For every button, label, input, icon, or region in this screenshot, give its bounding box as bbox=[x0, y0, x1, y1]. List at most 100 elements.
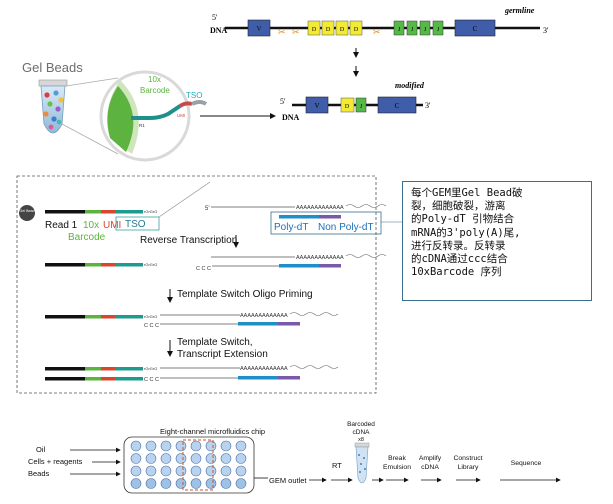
chip-wells bbox=[130, 440, 247, 489]
tso-priming-row: rGrGrG AAAAAAAAAAAAA C C C bbox=[45, 312, 339, 329]
polya-label: AAAAAAAAAAAAA bbox=[240, 313, 288, 319]
rgrg-label: rGrGrG bbox=[144, 262, 157, 267]
germline-j-text: J bbox=[398, 27, 401, 33]
modified-3prime: 3' bbox=[425, 101, 431, 110]
germline-5prime: 5' bbox=[212, 13, 218, 22]
note-line: mRNA的3'poly(A)尾, bbox=[411, 226, 521, 239]
ccc-label: C C C bbox=[196, 266, 211, 272]
modified-d-segment bbox=[340, 97, 355, 113]
modified-c-segment bbox=[377, 96, 417, 114]
gem-outlet-label: GEM outlet bbox=[269, 476, 307, 485]
input-cells: Cells + reagents bbox=[28, 457, 83, 466]
germline-v-text: V bbox=[256, 25, 261, 33]
reaction-dashed-box bbox=[16, 175, 377, 394]
polya-label: AAAAAAAAAAAAA bbox=[240, 366, 288, 372]
chip-well bbox=[220, 453, 232, 464]
polydt-bar bbox=[279, 215, 319, 219]
germline-3prime: 3' bbox=[543, 26, 549, 35]
germline-d-text: D bbox=[354, 27, 359, 33]
modified-d-text: D bbox=[345, 104, 350, 110]
step-sequence-line1: Sequence bbox=[511, 460, 542, 467]
tube-icon bbox=[38, 79, 68, 134]
germline-dna-label: DNA bbox=[210, 26, 228, 35]
step-break-line2: Emulsion bbox=[383, 464, 411, 471]
chip-well bbox=[220, 440, 232, 452]
polydt-label: Poly-dT bbox=[274, 222, 308, 233]
bead-tso-label: TSO bbox=[186, 91, 202, 100]
germline-label: germline bbox=[504, 6, 535, 15]
extension-label-line2: Transcript Extension bbox=[177, 349, 268, 360]
chip-well bbox=[205, 478, 217, 489]
bead-umi-label: UMI bbox=[177, 113, 185, 118]
step-break-line1: Break bbox=[388, 455, 406, 462]
gel-beads-title: Gel Beads bbox=[22, 60, 83, 75]
step-amplify-line1: Amplify bbox=[419, 455, 442, 462]
chip-well bbox=[235, 465, 247, 477]
chip-well bbox=[220, 465, 232, 477]
nonpolydt-label: Non Poly-dT bbox=[318, 222, 374, 233]
chip-well bbox=[190, 465, 202, 477]
gel-bead-shape bbox=[107, 86, 134, 152]
modified-j-segment bbox=[355, 97, 367, 113]
bead-barcode-line2: Barcode bbox=[140, 86, 170, 95]
polya-label: AAAAAAAAAAAAA bbox=[296, 255, 344, 261]
note-line: 进行反转录。反转录 bbox=[411, 239, 506, 252]
barcode-label: Barcode bbox=[68, 232, 106, 243]
barcoded-line2: cDNA bbox=[353, 429, 371, 436]
oligo-row: rGrGrG bbox=[45, 209, 157, 214]
germline-j-text: J bbox=[424, 27, 427, 33]
chip-well bbox=[145, 478, 157, 489]
chip-well bbox=[190, 440, 202, 452]
chip-well bbox=[205, 453, 217, 464]
chip-well bbox=[190, 453, 202, 464]
germline-d-text: D bbox=[340, 27, 345, 33]
note-line: 的Poly-dT 引物结合 bbox=[411, 213, 515, 226]
chip-well bbox=[160, 478, 172, 489]
barcoded-line1: Barcoded bbox=[347, 421, 375, 428]
explanation-note: 每个GEM里Gel Bead破 裂，细胞破裂，游离 的Poly-dT 引物结合 … bbox=[402, 181, 592, 301]
modified-5prime: 5' bbox=[280, 97, 286, 106]
oligo-umi-segment bbox=[178, 101, 193, 108]
five-prime-label: 5' bbox=[205, 206, 209, 212]
chip-well bbox=[220, 478, 232, 489]
tso-priming-label: Template Switch Oligo Priming bbox=[177, 289, 313, 300]
chip-title: Eight-channel microfluidics chip bbox=[160, 427, 265, 436]
modified-c-text: C bbox=[395, 102, 400, 110]
bead-barcode-line1: 10x bbox=[148, 75, 161, 84]
germline-j-text: J bbox=[411, 27, 414, 33]
germline-d-segments bbox=[307, 20, 363, 36]
polydt-box bbox=[270, 211, 382, 235]
chip-well bbox=[160, 440, 172, 452]
germline-v-segment bbox=[247, 19, 271, 37]
chip-well bbox=[130, 478, 142, 489]
germline-c-text: C bbox=[473, 25, 478, 33]
chip-well bbox=[145, 453, 157, 464]
chip-well bbox=[175, 478, 187, 489]
gel-bead-icon: Gel Bead bbox=[19, 205, 35, 221]
chip-well bbox=[205, 440, 217, 452]
chip-well bbox=[130, 465, 142, 477]
modified-dna-label: DNA bbox=[282, 113, 300, 122]
bead-r1-label: R1 bbox=[139, 123, 145, 128]
chip-well bbox=[175, 465, 187, 477]
step-amplify-line2: cDNA bbox=[421, 464, 439, 471]
polya-label: AAAAAAAAAAAAA bbox=[296, 205, 344, 211]
modified-v-segment bbox=[305, 96, 329, 114]
tso-label: TSO bbox=[125, 219, 146, 230]
germline-d-text: D bbox=[312, 27, 317, 33]
chip-well bbox=[190, 478, 202, 489]
chip-well bbox=[145, 440, 157, 452]
modified-label: modified bbox=[395, 81, 425, 90]
scissor-icon: ✂ bbox=[373, 27, 381, 37]
rgrg-label: rGrGrG bbox=[144, 209, 157, 214]
scissor-icon: ✂ bbox=[278, 27, 286, 37]
chip-well bbox=[175, 453, 187, 464]
germline-dna-panel: DNA 5' 3' germline V ✂ ✂ D D D D ✂ J J J… bbox=[210, 6, 549, 37]
gel-bead-icon-text: Gel Bead bbox=[20, 209, 35, 213]
input-oil: Oil bbox=[36, 445, 46, 454]
polya-tail-wave bbox=[345, 204, 387, 208]
rt-row: rGrGrG AAAAAAAAAAAAA C C C bbox=[45, 254, 387, 272]
extension-row: rGrGrG AAAAAAAAAAAAA C C C bbox=[45, 365, 339, 383]
extension-label-line1: Template Switch, bbox=[177, 337, 253, 348]
